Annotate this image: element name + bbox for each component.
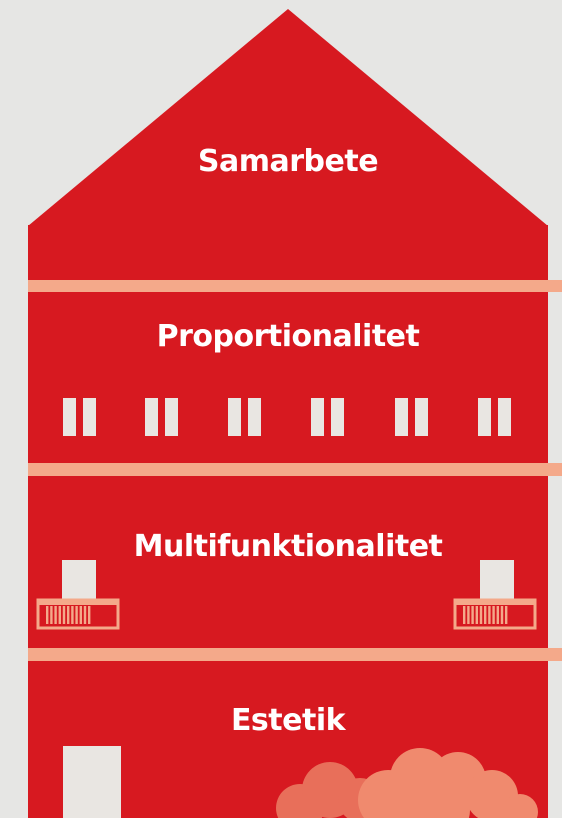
- balcony-baluster: [50, 606, 53, 624]
- balcony-baluster: [83, 606, 87, 624]
- window: [63, 398, 96, 436]
- ground-floor-label: Estetik: [230, 703, 346, 738]
- balcony-baluster: [505, 606, 508, 624]
- balcony-baluster: [479, 606, 483, 624]
- balcony-baluster: [484, 606, 487, 624]
- balcony-baluster: [58, 606, 61, 624]
- balcony-baluster: [54, 606, 57, 624]
- window: [311, 398, 344, 436]
- balcony-rail-top: [455, 600, 535, 605]
- balcony-baluster: [471, 606, 474, 624]
- window: [395, 398, 428, 436]
- balcony-rail-top: [38, 600, 118, 605]
- floor-divider-2: [28, 463, 562, 476]
- floor-divider-1: [28, 280, 562, 292]
- balcony-baluster: [492, 606, 495, 624]
- facade-body: [28, 225, 548, 818]
- balcony-left: [36, 598, 120, 630]
- balcony-baluster: [88, 606, 91, 624]
- balcony-baluster: [67, 606, 70, 624]
- bush-light: [358, 748, 538, 818]
- balcony-baluster: [62, 606, 66, 624]
- second-floor-label: Multifunktionalitet: [133, 529, 443, 564]
- roof-label: Samarbete: [197, 144, 379, 179]
- balcony-right: [453, 598, 537, 630]
- window-row: [63, 398, 511, 436]
- balcony-baluster: [467, 606, 470, 624]
- balcony-baluster: [463, 606, 466, 624]
- window: [478, 398, 511, 436]
- balcony-baluster: [79, 606, 82, 624]
- roof-gable: [28, 9, 548, 226]
- balcony-baluster: [488, 606, 491, 624]
- floor-divider-3: [28, 648, 562, 661]
- balcony-baluster: [46, 606, 49, 624]
- entrance-door: [63, 746, 121, 818]
- balcony-baluster: [475, 606, 478, 624]
- balcony-door-left: [62, 560, 96, 602]
- balcony-door-right: [480, 560, 514, 602]
- balcony-baluster: [500, 606, 504, 624]
- window: [145, 398, 178, 436]
- window: [228, 398, 261, 436]
- balcony-baluster: [496, 606, 499, 624]
- balcony-baluster: [71, 606, 74, 624]
- balcony-baluster: [75, 606, 78, 624]
- third-floor-label: Proportionalitet: [156, 319, 420, 354]
